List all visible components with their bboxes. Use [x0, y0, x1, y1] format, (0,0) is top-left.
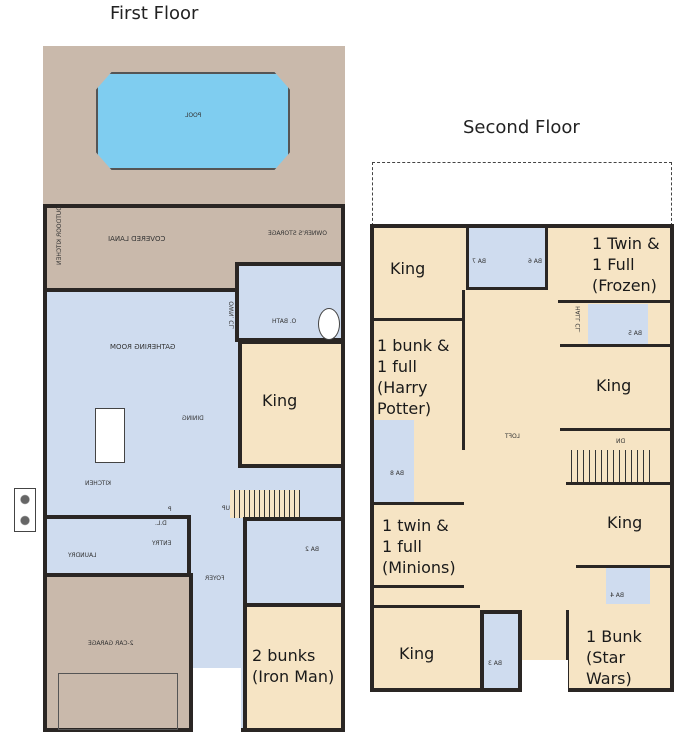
bedroom-iron-man: [243, 603, 345, 732]
gathering-label: GATHERING ROOM: [110, 343, 176, 351]
ba6-label: BA 6: [528, 258, 542, 265]
wall: [576, 565, 672, 568]
room-label: 1 twin & 1 full (Minions): [382, 516, 456, 577]
wall: [372, 502, 464, 505]
kitchen-island: [95, 408, 125, 463]
room-label: King: [607, 513, 643, 532]
pantry-label: P: [168, 506, 172, 513]
garage: [43, 573, 193, 732]
wall: [47, 288, 237, 292]
outdoor-kitchen-label: OUTDOOR KITCHEN: [55, 206, 63, 265]
bedroom-king-first-floor: [238, 340, 345, 468]
owners-storage: [235, 208, 341, 262]
garage-label: 2-CAR GARAGE: [88, 640, 134, 647]
bath-2: [243, 517, 345, 607]
ac-units-icon: [14, 488, 36, 532]
room-label: King: [262, 391, 298, 410]
up-label: UP: [222, 505, 231, 512]
pool-label: POOL: [185, 112, 202, 119]
room-label: King: [596, 376, 632, 395]
covered-lanai: [47, 208, 235, 290]
bath-5: [588, 304, 648, 344]
porch: [193, 668, 241, 738]
wall: [560, 344, 672, 347]
open-to-below: [372, 162, 672, 226]
wall: [566, 482, 672, 485]
loft-label: LOFT: [505, 433, 520, 440]
hall-closet-label: HALL CL.: [574, 306, 582, 333]
bath-8: [374, 420, 414, 502]
foyer-label: FOYER: [205, 575, 225, 582]
wall: [560, 428, 672, 431]
lanai-label: COVERED LANAI: [108, 235, 166, 243]
dl-label: D.L.: [155, 520, 167, 527]
ba4-label: BA 4: [610, 592, 624, 599]
laundry-label: LAUNDRY: [68, 552, 97, 559]
storage-label: OWNER'S STORAGE: [268, 230, 328, 237]
open-to-below-notch: [522, 660, 568, 694]
room-label: 1 bunk & 1 full (Harry Potter): [377, 336, 450, 418]
room-label: 1 Bunk (Star Wars): [586, 627, 642, 688]
wall: [462, 290, 465, 450]
wall: [372, 318, 464, 321]
ba7-label: BA 7: [472, 258, 486, 265]
bath-3: [480, 610, 522, 692]
bathtub-icon: [318, 308, 340, 340]
room-label: King: [390, 259, 426, 278]
dn-label: DN: [616, 438, 626, 445]
kitchen-label: KITCHEN: [85, 480, 111, 487]
wall: [566, 610, 569, 690]
room-label: King: [399, 644, 435, 663]
second-floor-title: Second Floor: [463, 117, 580, 138]
room-label: 1 Twin & 1 Full (Frozen): [592, 234, 660, 295]
ba8-label: BA 8: [390, 470, 404, 477]
wall: [372, 605, 480, 608]
wall: [372, 585, 464, 588]
wall: [558, 300, 672, 303]
ba2-label: BA 2: [305, 546, 319, 553]
bath-4: [606, 568, 650, 604]
ba3-label: BA 3: [488, 660, 502, 667]
garage-door: [58, 673, 178, 730]
stairs: [230, 490, 300, 518]
dining-label: DINING: [182, 415, 204, 422]
bath-6-7: [466, 228, 548, 290]
stairs: [566, 450, 650, 482]
entry-label: ENTRY: [152, 540, 172, 547]
own-closet-label: OWN. CL.: [228, 301, 236, 330]
room-label: 2 bunks (Iron Man): [252, 646, 335, 686]
obath-label: O. BATH: [272, 318, 297, 325]
ba5-label: BA 5: [628, 330, 642, 337]
pool: [96, 72, 290, 170]
first-floor-title: First Floor: [110, 3, 199, 24]
